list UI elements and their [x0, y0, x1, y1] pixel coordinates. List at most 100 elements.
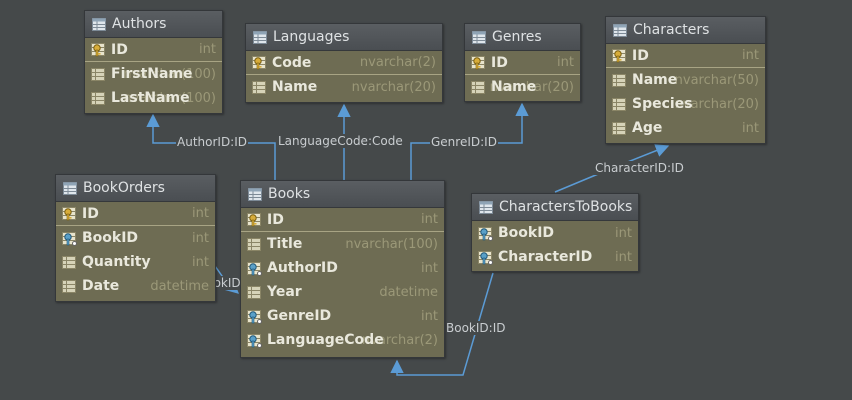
column-icon — [612, 73, 626, 87]
column-row[interactable]: Title nvarchar(100) — [241, 232, 444, 256]
column-type: int — [742, 48, 759, 63]
column-row[interactable]: Quantity int — [56, 250, 215, 274]
column-name: Age — [632, 120, 663, 136]
column-type: nvarchar(20) — [489, 79, 574, 95]
primary-key-icon — [247, 213, 261, 227]
table-header[interactable]: Authors — [85, 11, 222, 38]
column-row[interactable]: Date datetime — [56, 274, 215, 298]
table-icon — [472, 30, 486, 44]
column-icon — [247, 237, 261, 251]
column-row[interactable]: Age int — [606, 116, 765, 140]
column-type: int — [615, 225, 632, 241]
table-icon — [479, 200, 493, 214]
column-icon — [247, 285, 261, 299]
column-type: nvarchar(100) — [345, 236, 438, 252]
column-type: int — [192, 254, 209, 270]
table-header[interactable]: CharactersToBooks — [472, 194, 638, 221]
column-name: GenreID — [267, 308, 332, 324]
table-header[interactable]: Languages — [246, 24, 442, 51]
table-title: Authors — [112, 16, 167, 32]
relation-label-character: CharacterID:ID — [594, 161, 685, 175]
column-icon — [471, 80, 485, 94]
column-name: Name — [491, 79, 537, 95]
column-type: int — [421, 308, 438, 324]
table-header[interactable]: Genres — [465, 24, 580, 51]
column-name: CharacterID — [498, 249, 593, 265]
column-name: Name — [632, 72, 678, 88]
foreign-key-icon — [62, 231, 77, 246]
column-name: Year — [267, 284, 302, 300]
column-icon — [612, 97, 626, 111]
column-type: int — [199, 42, 216, 57]
column-name: ID — [632, 47, 649, 64]
column-icon — [62, 279, 76, 293]
foreign-key-icon — [247, 333, 262, 348]
table-header[interactable]: Books — [241, 181, 444, 208]
table-icon — [613, 23, 627, 37]
column-row[interactable]: ID int — [606, 44, 765, 68]
table-title: Books — [268, 186, 311, 202]
column-name: BookID — [82, 230, 139, 246]
foreign-key-icon — [478, 250, 493, 265]
table-title: Languages — [273, 29, 350, 45]
column-name: Code — [272, 54, 312, 71]
table-header[interactable]: BookOrders — [56, 175, 215, 202]
column-name: ID — [491, 54, 508, 71]
column-icon — [612, 121, 626, 135]
column-type: datetime — [150, 278, 209, 294]
column-name: AuthorID — [267, 260, 338, 276]
column-name: BookID — [498, 225, 555, 241]
column-name: LastName — [111, 90, 190, 106]
relation-label-author: AuthorID:ID — [176, 135, 249, 149]
column-type: nvarchar(100) — [123, 66, 216, 82]
primary-key-icon — [62, 207, 76, 221]
column-row[interactable]: BookID int — [472, 221, 638, 245]
column-type: nvarchar(2) — [361, 332, 438, 348]
column-row[interactable]: ID int — [85, 38, 222, 62]
column-type: int — [742, 120, 759, 136]
primary-key-icon — [91, 43, 105, 57]
column-name: ID — [111, 41, 128, 58]
column-name: ID — [82, 205, 99, 222]
column-row[interactable]: GenreID int — [241, 304, 444, 328]
column-name: Title — [267, 236, 303, 252]
primary-key-icon — [252, 56, 266, 70]
column-type: nvarchar(100) — [123, 90, 216, 106]
column-name: Quantity — [82, 254, 151, 270]
column-name: Name — [272, 79, 318, 95]
relation-label-language: LanguageCode:Code — [277, 134, 404, 148]
column-name: Date — [82, 278, 120, 294]
table-icon — [92, 17, 106, 31]
table-header[interactable]: Characters — [606, 17, 765, 44]
column-name: Species — [632, 96, 693, 112]
column-icon — [91, 67, 105, 81]
column-icon — [252, 80, 266, 94]
